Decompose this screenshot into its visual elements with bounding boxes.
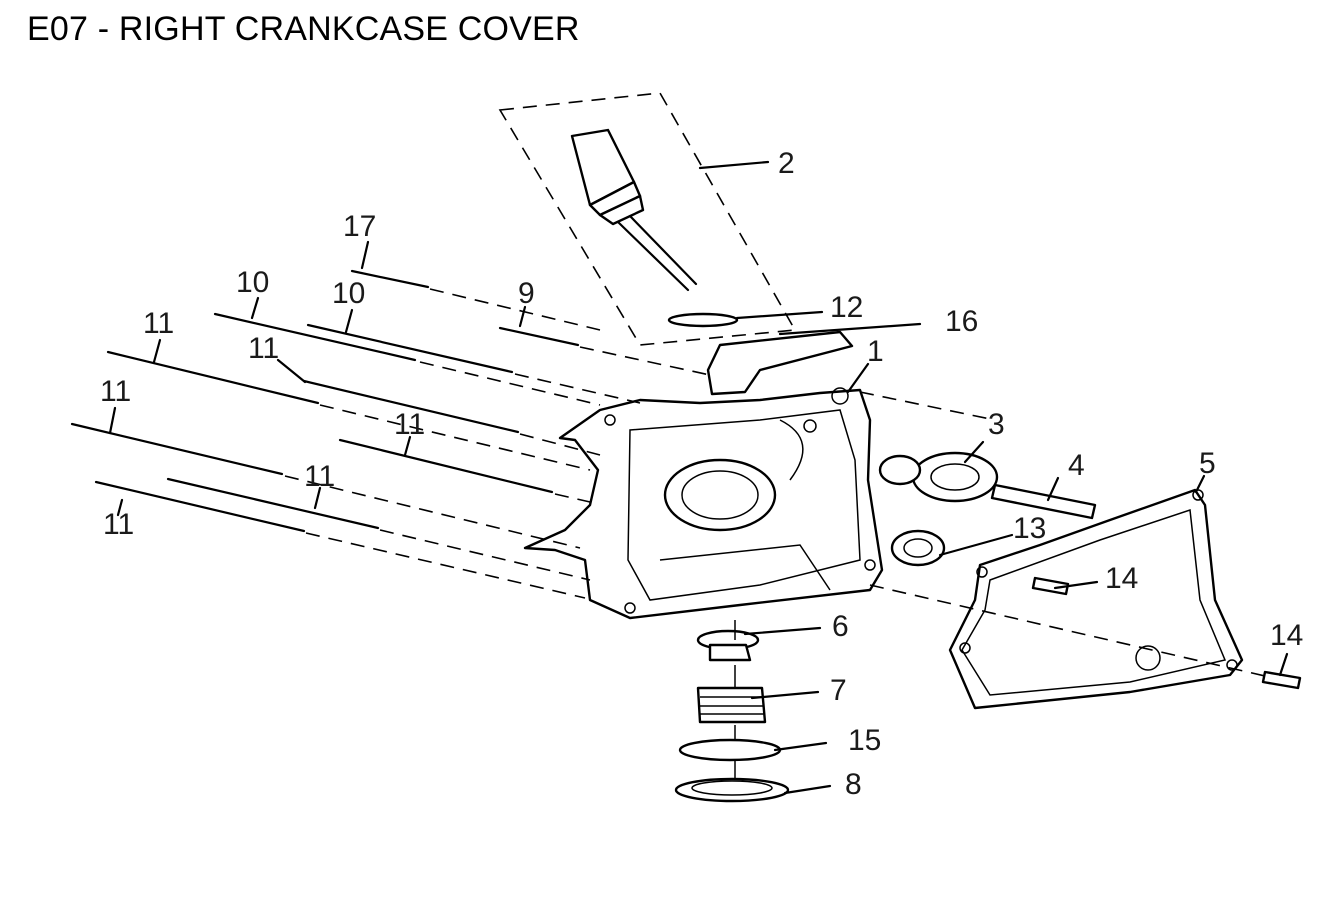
bolt-part-10b (306, 323, 514, 374)
crankcase-cover-part-1 (523, 387, 884, 620)
bolt-part-11d (338, 438, 554, 494)
pin-part-4 (990, 483, 1097, 520)
callout-11f: 11 (103, 508, 134, 541)
gear-part-3 (878, 451, 999, 503)
callout-10a: 10 (236, 266, 269, 299)
callout-8: 8 (845, 768, 862, 801)
callout-labels: 1 2 3 4 5 6 7 8 9 10 10 11 11 11 11 11 1… (100, 147, 1303, 801)
callout-17: 17 (343, 210, 376, 243)
callout-16: 16 (945, 305, 978, 338)
gasket-part-5 (948, 488, 1244, 710)
bolt-part-10a (213, 312, 417, 362)
callout-14a: 14 (1105, 562, 1138, 595)
bottom-stack-parts (674, 620, 790, 803)
diagram-title: E07 - RIGHT CRANKCASE COVER (27, 10, 580, 48)
callout-10b: 10 (332, 277, 365, 310)
callout-11d: 11 (394, 408, 425, 441)
bracket-part-16 (706, 330, 854, 396)
dowel-pin-part-14b (1261, 670, 1302, 690)
callout-12: 12 (830, 291, 863, 324)
leader-lines (108, 160, 1289, 795)
callout-5: 5 (1199, 447, 1216, 480)
o-ring-part-12 (667, 312, 739, 328)
callout-1: 1 (867, 335, 884, 368)
bolt-part-11c (70, 422, 284, 476)
callout-11e: 11 (304, 460, 335, 493)
callout-13: 13 (1013, 512, 1046, 545)
callout-15: 15 (848, 724, 881, 757)
alignment-lines (284, 288, 1266, 677)
callout-9: 9 (518, 277, 535, 310)
bolt-part-11f (94, 480, 306, 533)
dowel-pin-part-14a (1031, 576, 1070, 596)
callout-11c: 11 (100, 375, 131, 408)
callout-14b: 14 (1270, 619, 1303, 652)
callout-11b: 11 (248, 332, 279, 365)
bolt-part-11a (106, 350, 320, 405)
oil-seal-part-13 (890, 529, 946, 567)
bolt-part-11b (302, 379, 520, 434)
callout-11a: 11 (143, 307, 174, 340)
callout-4: 4 (1068, 449, 1085, 482)
callout-6: 6 (832, 610, 849, 643)
callout-3: 3 (988, 408, 1005, 441)
dipstick-part-2 (498, 92, 797, 346)
callout-2: 2 (778, 147, 795, 180)
callout-7: 7 (830, 674, 847, 707)
bolt-part-9 (498, 326, 580, 347)
bolt-part-17 (350, 269, 430, 289)
bolt-part-11e (166, 477, 380, 530)
bolts-group (70, 269, 580, 533)
